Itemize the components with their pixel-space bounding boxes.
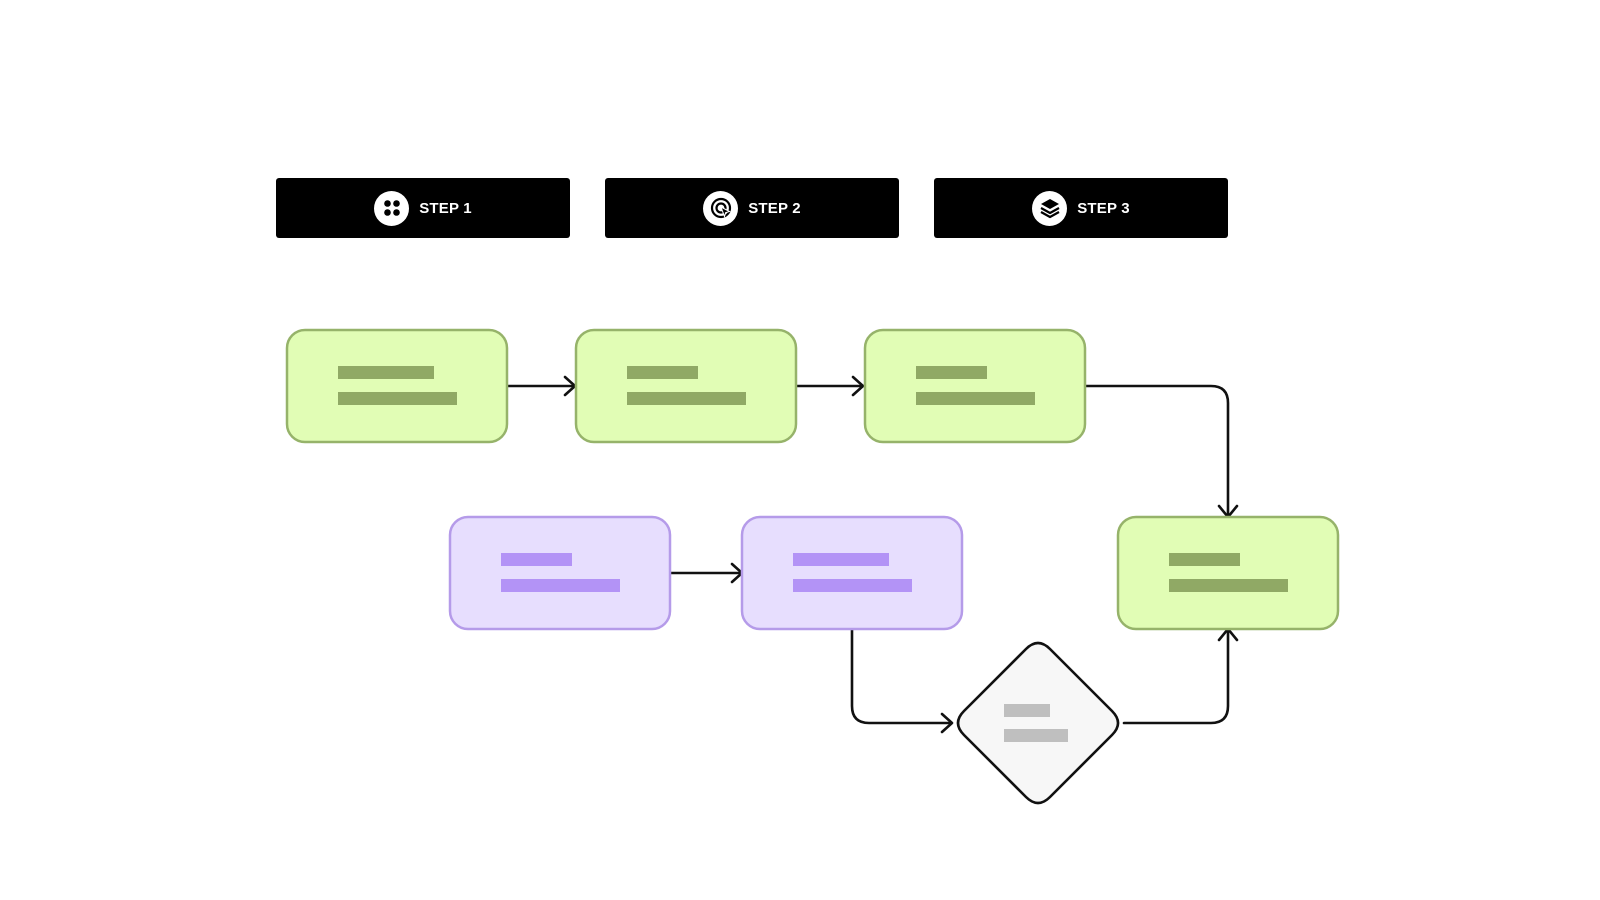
step-header-2: STEP 2 [605,178,899,238]
step-2-label: STEP 2 [748,199,801,217]
process-node-green-4[interactable] [1116,515,1340,631]
step-header-3: STEP 3 [934,178,1228,238]
step-1-label: STEP 1 [419,199,472,217]
layers-icon [1032,190,1068,226]
connector-green-1-to-green-2 [505,375,577,397]
connector-purple-1-to-purple-2 [668,562,744,584]
step-3-label: STEP 3 [1077,199,1130,217]
step-header-1: STEP 1 [276,178,570,238]
pointer-target-icon [703,190,739,226]
grid-dots-icon [374,190,410,226]
process-node-green-3[interactable] [863,328,1087,444]
process-node-purple-1[interactable] [448,515,672,631]
connector-decision-to-green-4 [1122,627,1239,725]
process-node-green-2[interactable] [574,328,798,444]
decision-node[interactable] [956,641,1120,805]
connector-green-3-to-green-4 [1083,384,1239,519]
connector-purple-2-to-decision [850,628,954,734]
connector-green-2-to-green-3 [794,375,865,397]
process-node-purple-2[interactable] [740,515,964,631]
process-node-green-1[interactable] [285,328,509,444]
